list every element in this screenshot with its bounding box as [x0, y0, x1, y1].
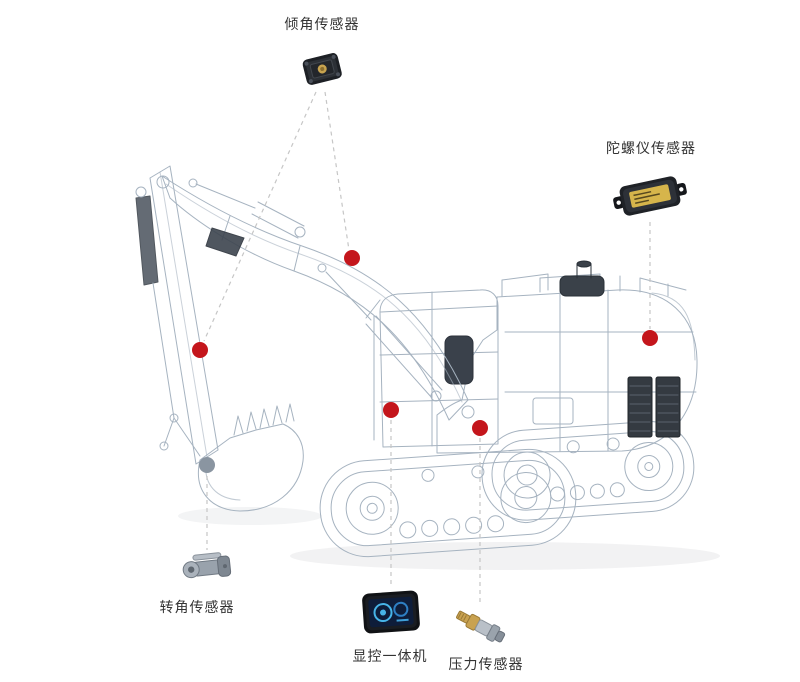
marker-display-console: [383, 402, 399, 418]
gyroscope-sensor-device-icon: [610, 171, 690, 221]
excavator-wireframe: [135, 165, 698, 558]
pressure-sensor-label: 压力传感器: [448, 656, 524, 672]
pressure-sensor-device-icon: [451, 604, 509, 648]
display-console-device-icon: [360, 588, 422, 636]
tilt-sensor-label: 倾角传感器: [284, 16, 360, 32]
marker-rotation-sensor: [199, 457, 215, 473]
marker-arm-tilt-sensor: [192, 342, 208, 358]
arm: [149, 165, 219, 465]
gyro-sensor-label: 陀螺仪传感器: [606, 140, 696, 156]
far-track: [481, 420, 695, 521]
connector-tilt-to-boom: [324, 91, 350, 251]
arm-cylinder: [188, 178, 306, 239]
display-console-label: 显控一体机: [352, 648, 428, 664]
sensor-markers: [192, 250, 658, 473]
boom-cylinder: [317, 263, 443, 402]
rotation-sensor-label: 转角传感器: [159, 599, 235, 615]
bucket-cylinder-linkage: [135, 186, 201, 457]
near-track: [319, 448, 577, 558]
marker-gyro-sensor: [642, 330, 658, 346]
marker-boom-tilt-sensor: [344, 250, 360, 266]
cab: [373, 289, 499, 448]
connector-tilt-to-arm: [203, 91, 317, 342]
marker-pressure-sensor: [472, 420, 488, 436]
boom: [161, 175, 475, 421]
upper-body: [436, 260, 698, 454]
bucket: [198, 403, 304, 512]
tilt-sensor-device-icon: [296, 46, 348, 90]
connector-lines: [203, 91, 651, 606]
ground-shadow: [178, 507, 720, 570]
rotation-angle-sensor-device-icon: [178, 549, 236, 585]
